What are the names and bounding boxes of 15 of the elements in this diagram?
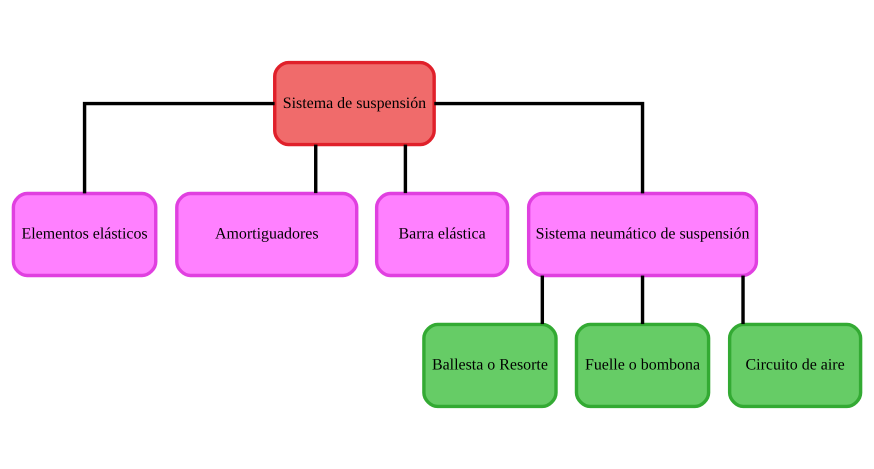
node-box: Ballesta o Resorte (422, 322, 558, 408)
connector (540, 276, 544, 324)
node-box: Sistema de suspensión (273, 60, 436, 146)
node-box: Fuelle o bombona (574, 322, 710, 408)
connector (82, 102, 275, 194)
connector (404, 144, 408, 194)
connector (314, 144, 318, 194)
connector (741, 276, 745, 324)
node-box: Barra elástica (374, 192, 510, 278)
connector (434, 102, 644, 194)
node-box: Circuito de aire (728, 322, 862, 408)
node-box: Sistema neumático de suspensión (526, 192, 758, 278)
node-box: Elementos elásticos (12, 192, 158, 278)
connector (640, 276, 644, 324)
node-box: Amortiguadores (175, 192, 358, 278)
